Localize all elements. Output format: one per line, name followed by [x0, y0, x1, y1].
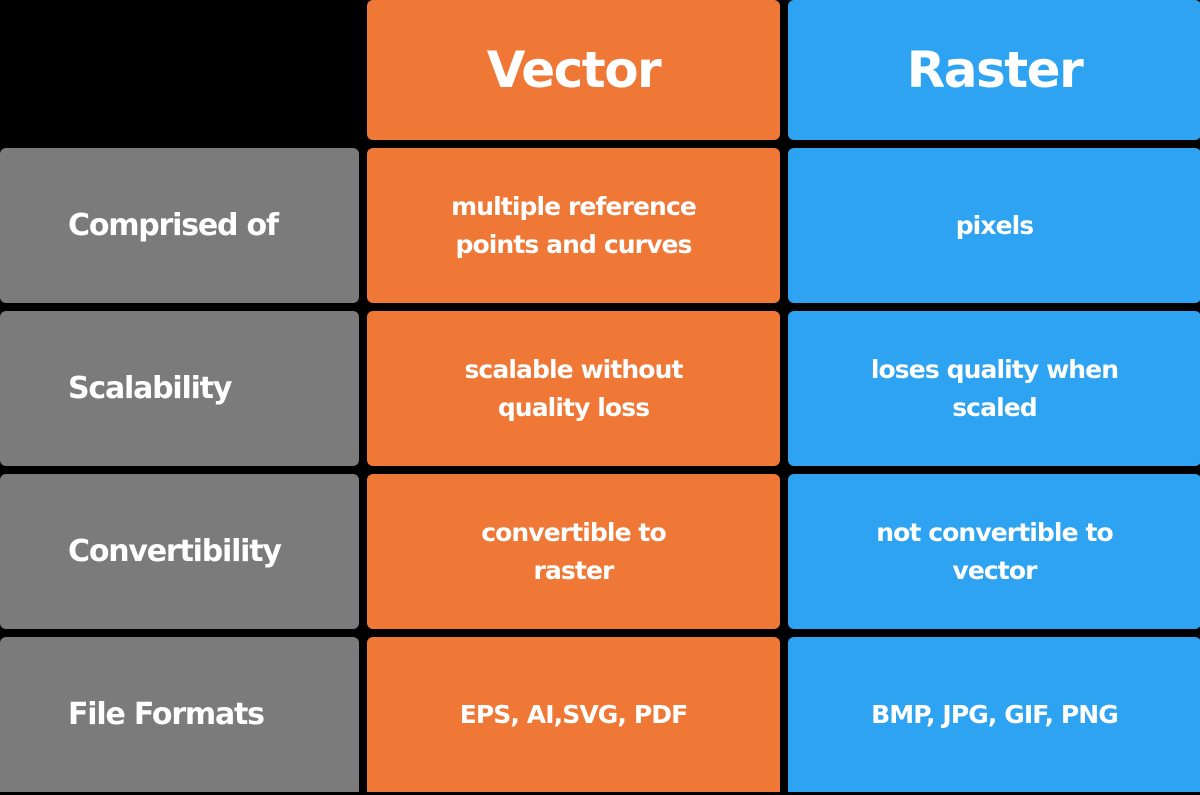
vector-scalability-text: scalable without quality loss	[464, 354, 683, 422]
raster-column-header: Raster	[788, 0, 1200, 140]
raster-file-formats-text: BMP, JPG, GIF, PNG	[871, 699, 1119, 729]
raster-file-formats-cell: BMP, JPG, GIF, PNG	[788, 637, 1200, 792]
row-header-file-formats: File Formats	[0, 637, 359, 792]
vector-scalability-cell: scalable without quality loss	[367, 311, 780, 466]
vector-file-formats-text: EPS, AI,SVG, PDF	[459, 699, 688, 729]
raster-comprised-of-cell: pixels	[788, 148, 1200, 303]
vector-convertibility-cell: convertible to raster	[367, 474, 780, 629]
raster-convertibility-cell: not convertible to vector	[788, 474, 1200, 629]
vector-comprised-of-cell: multiple reference points and curves	[367, 148, 780, 303]
vector-file-formats-cell: EPS, AI,SVG, PDF	[367, 637, 780, 792]
empty-corner-cell	[0, 0, 359, 140]
raster-scalability-cell: loses quality when scaled	[788, 311, 1200, 466]
raster-comprised-of-text: pixels	[955, 210, 1035, 240]
row-header-comprised-of: Comprised of	[0, 148, 359, 303]
vector-convertibility-text: convertible to raster	[481, 517, 666, 585]
raster-scalability-text: loses quality when scaled	[870, 354, 1119, 422]
vector-column-header: Vector	[367, 0, 780, 140]
row-header-scalability: Scalability	[0, 311, 359, 466]
row-header-convertibility: Convertibility	[0, 474, 359, 629]
raster-convertibility-text: not convertible to vector	[876, 517, 1113, 585]
vector-comprised-of-text: multiple reference points and curves	[451, 191, 697, 259]
